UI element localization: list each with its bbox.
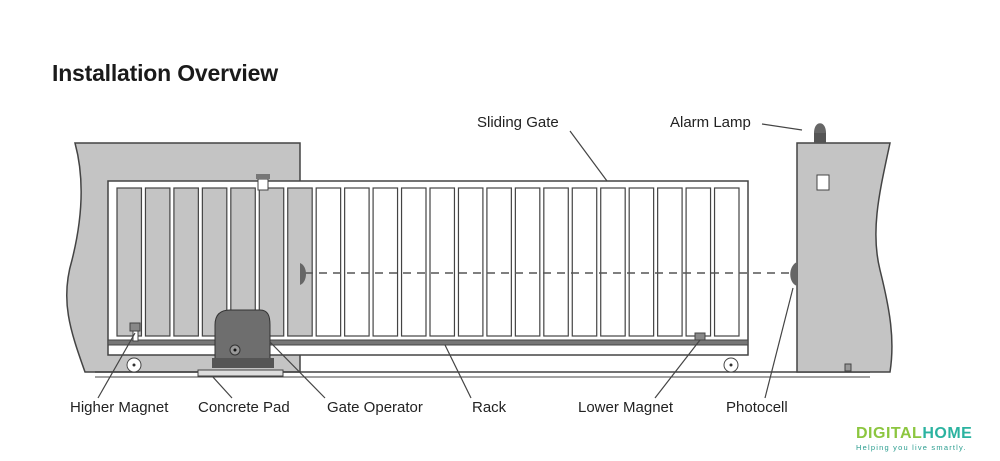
gate-bar	[571, 187, 598, 337]
gate-bar	[173, 187, 199, 337]
gate-operator	[214, 309, 271, 366]
logo-part2: HOME	[922, 425, 973, 442]
gate-bar	[685, 187, 712, 337]
label-alarm-lamp: Alarm Lamp	[670, 114, 751, 131]
gate-bar	[429, 187, 456, 337]
label-rack: Rack	[472, 399, 507, 416]
photocell-left-icon	[300, 263, 306, 285]
rack	[107, 339, 749, 346]
higher-magnet-icon	[129, 322, 141, 332]
gate-bar	[713, 187, 740, 337]
leader-lines	[97, 123, 803, 399]
alarm-lamp-icon	[814, 123, 826, 133]
alarm-lamp-base	[814, 132, 826, 143]
label-higher-magnet: Higher Magnet	[70, 399, 169, 416]
gate-bar	[372, 187, 399, 337]
right-pillar	[796, 142, 893, 373]
gate-bar	[116, 187, 143, 337]
gate-bar	[628, 187, 655, 337]
gate-bar	[201, 187, 228, 337]
gate-bars	[116, 187, 740, 337]
gate-bar	[315, 187, 342, 337]
keypad-icon	[816, 174, 830, 191]
gate-bar	[543, 187, 569, 337]
label-concrete-pad: Concrete Pad	[198, 399, 290, 416]
gate-bar	[287, 187, 313, 337]
concrete-pad	[197, 369, 284, 377]
lower-magnet-icon	[694, 332, 706, 341]
gate-bar	[457, 187, 484, 337]
logo-part1: DIGITAL	[856, 425, 923, 442]
gate-bar	[344, 187, 370, 337]
gate-bar	[657, 187, 683, 337]
logo-tagline: Helping you live smartly.	[856, 443, 967, 452]
label-photocell: Photocell	[726, 399, 788, 416]
brand-logo: DIGITALHOME Helping you live smartly.	[856, 425, 973, 453]
gate-bar	[400, 187, 427, 337]
label-sliding-gate: Sliding Gate	[477, 114, 559, 131]
page-title: Installation Overview	[52, 60, 278, 86]
label-lower-magnet: Lower Magnet	[578, 399, 674, 416]
gate-bar	[600, 187, 626, 337]
photocell-right-icon	[790, 262, 797, 286]
gate-bar	[514, 187, 541, 337]
gate-bar	[486, 187, 512, 337]
label-gate-operator: Gate Operator	[327, 399, 423, 416]
gate-bar	[144, 187, 171, 337]
